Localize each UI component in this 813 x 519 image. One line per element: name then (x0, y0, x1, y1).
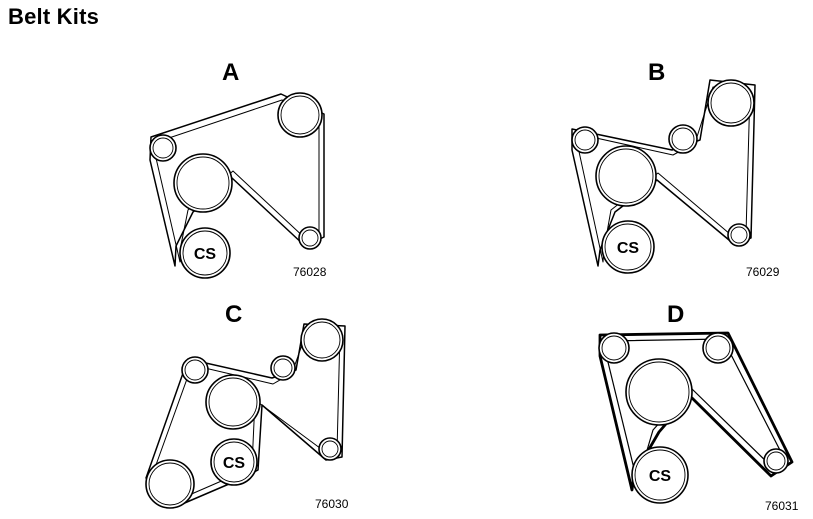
diagram-letter: A (222, 59, 239, 86)
crankshaft-pulley: CS (210, 438, 258, 486)
belt-diagram-b: B CS 76029 (571, 59, 780, 279)
belt-diagram-d: D CS 76031 (598, 301, 799, 513)
part-number: 76028 (293, 265, 327, 279)
water-pump-pulley (595, 145, 657, 207)
idler-pulley (149, 134, 177, 162)
tensioner-pulley (763, 448, 789, 474)
cs-label: CS (194, 246, 217, 263)
diagram-letter: B (648, 59, 665, 86)
crankshaft-pulley: CS (179, 227, 231, 279)
alternator-pulley (277, 92, 323, 138)
belt-diagram-a: A CS 76028 (149, 59, 327, 279)
tensioner-pulley (298, 226, 322, 250)
idler-pulley (668, 124, 698, 154)
part-number: 76031 (765, 499, 799, 513)
alternator-pulley (707, 79, 755, 127)
crankshaft-pulley: CS (631, 446, 689, 504)
crankshaft-pulley: CS (601, 220, 655, 274)
part-number: 76029 (746, 265, 780, 279)
idler-pulley (702, 332, 734, 364)
tensioner-pulley (727, 223, 751, 247)
cs-label: CS (617, 240, 640, 257)
alternator-pulley (300, 318, 344, 362)
cs-label: CS (649, 468, 672, 485)
water-pump-pulley (173, 153, 233, 213)
cs-label: CS (223, 455, 246, 472)
belt-diagram-c: C CS 76030 (145, 301, 349, 511)
page-title: Belt Kits (8, 4, 100, 29)
idler-pulley (598, 332, 630, 364)
tensioner-pulley (318, 437, 342, 461)
water-pump-pulley (205, 374, 261, 430)
idler-pulley (270, 355, 296, 381)
idler-pulley (571, 126, 599, 154)
water-pump-pulley (625, 358, 693, 426)
serpentine-belt (598, 331, 794, 492)
part-number: 76030 (315, 497, 349, 511)
idler-pulley (181, 356, 209, 384)
power-steering-pulley (145, 459, 195, 509)
diagram-letter: D (667, 301, 684, 328)
diagram-letter: C (225, 301, 242, 328)
